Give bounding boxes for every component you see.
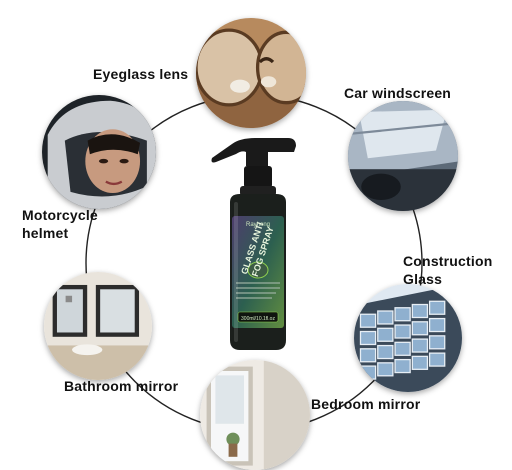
eyeglass-lens-label: Eyeglass lens — [93, 66, 189, 82]
construction-glass-photo — [354, 284, 462, 392]
construction-glass-label-line2: Glass — [403, 271, 443, 287]
bottle-brand: Rayhong — [246, 222, 270, 228]
bottle-volume: 300ml/10.1fl.oz — [241, 316, 275, 322]
motorcycle-helmet-label-line1: Motorcycle — [22, 207, 98, 223]
product-infographic: Eyeglass lens Car windscreen Motorcycle … — [22, 18, 503, 470]
eyeglass-lens-photo — [196, 18, 306, 128]
car-windscreen-label: Car windscreen — [344, 85, 452, 101]
spray-bottle-graphic: Rayhong GLASS ANTI FOG SPRAY 300ml/10.1f… — [211, 138, 296, 350]
bedroom-mirror-photo — [200, 360, 310, 470]
bathroom-mirror-label: Bathroom mirror — [64, 378, 179, 394]
car-windscreen-photo — [348, 101, 458, 211]
motorcycle-helmet-label-line2: helmet — [22, 225, 69, 241]
spray-bottle: Rayhong GLASS ANTI FOG SPRAY 300ml/10.1f… — [196, 132, 306, 354]
bathroom-mirror-photo — [44, 272, 152, 380]
construction-glass-label-line1: Construction — [403, 253, 493, 269]
bedroom-mirror-label: Bedroom mirror — [311, 396, 421, 412]
construction-glass-label: Construction Glass — [403, 252, 503, 288]
motorcycle-helmet-photo — [42, 95, 156, 209]
motorcycle-helmet-label: Motorcycle helmet — [22, 206, 132, 242]
